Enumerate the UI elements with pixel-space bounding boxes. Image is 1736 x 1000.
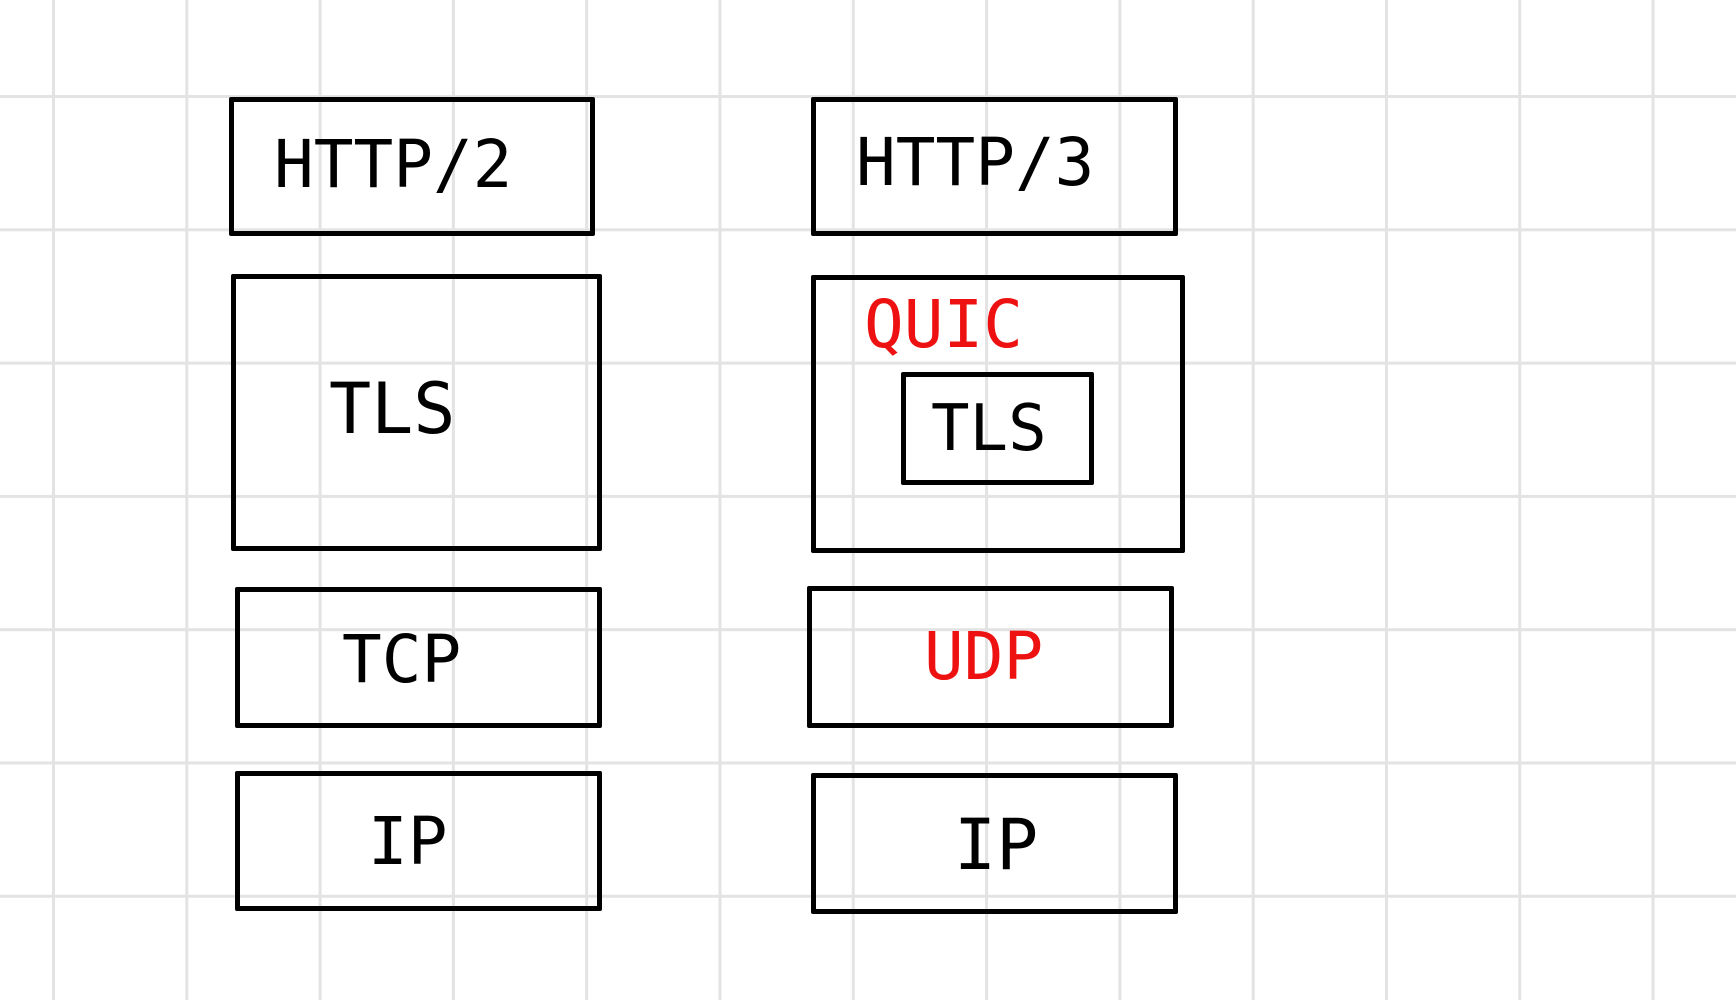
left-http2-box: HTTP/2 xyxy=(229,97,595,236)
right-quic-box: QUIC TLS xyxy=(811,275,1185,553)
left-tcp-box: TCP xyxy=(235,587,602,728)
right-quic-label: QUIC xyxy=(864,286,1023,363)
left-ip-box: IP xyxy=(235,771,602,911)
right-udp-label: UDP xyxy=(924,618,1044,695)
right-inner-tls-label: TLS xyxy=(931,392,1047,466)
left-tcp-label: TCP xyxy=(342,621,462,698)
right-ip-label: IP xyxy=(954,804,1039,886)
left-tls-box: TLS xyxy=(231,274,602,551)
left-tls-label: TLS xyxy=(329,368,456,450)
right-ip-box: IP xyxy=(811,773,1178,914)
right-http3-label: HTTP/3 xyxy=(856,124,1095,201)
left-http2-label: HTTP/2 xyxy=(274,126,513,203)
right-http3-box: HTTP/3 xyxy=(811,97,1178,236)
right-udp-box: UDP xyxy=(807,586,1174,728)
right-inner-tls-box: TLS xyxy=(901,372,1094,485)
left-ip-label: IP xyxy=(368,803,448,880)
